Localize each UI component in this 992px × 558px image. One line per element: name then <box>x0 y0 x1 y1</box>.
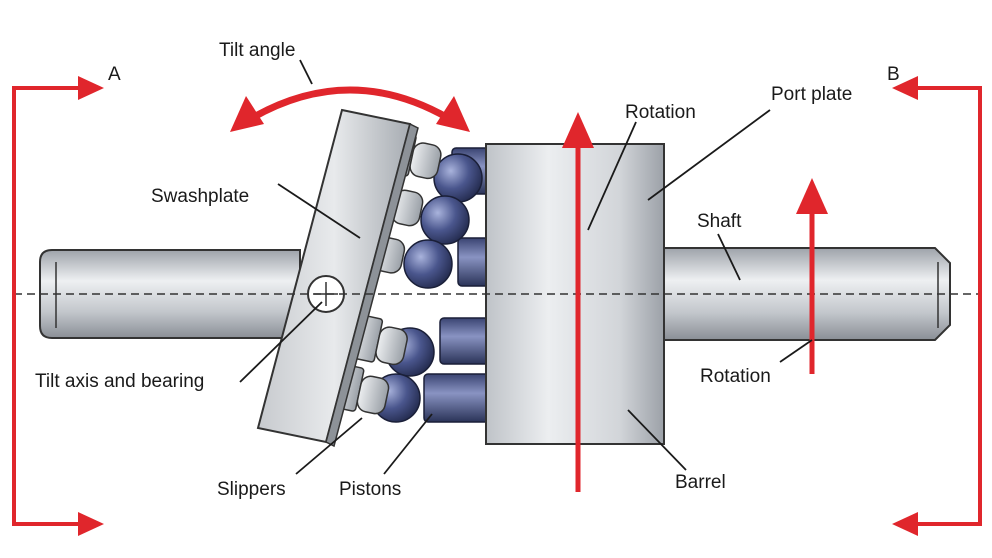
label-rotation-top: Rotation <box>625 102 696 123</box>
label-section-a: A <box>108 64 121 85</box>
label-tilt-axis: Tilt axis and bearing <box>35 371 204 392</box>
section-bracket-b <box>892 76 982 536</box>
leader-lines <box>239 59 813 475</box>
label-shaft: Shaft <box>697 211 742 232</box>
tilt-angle-arrow <box>230 86 470 132</box>
label-port-plate: Port plate <box>771 84 852 105</box>
swashplate <box>256 108 419 448</box>
label-rotation-bottom: Rotation <box>700 366 771 387</box>
label-swashplate: Swashplate <box>151 186 249 207</box>
rotation-arrow-barrel <box>562 112 594 492</box>
piston <box>423 373 493 423</box>
label-pistons: Pistons <box>339 479 401 500</box>
piston <box>439 317 493 365</box>
rotation-arrow-shaft <box>796 178 828 374</box>
label-barrel: Barrel <box>675 472 726 493</box>
label-slippers: Slippers <box>217 479 286 500</box>
label-tilt-angle: Tilt angle <box>219 40 295 61</box>
section-bracket-a <box>12 76 104 536</box>
label-section-b: B <box>887 64 900 85</box>
